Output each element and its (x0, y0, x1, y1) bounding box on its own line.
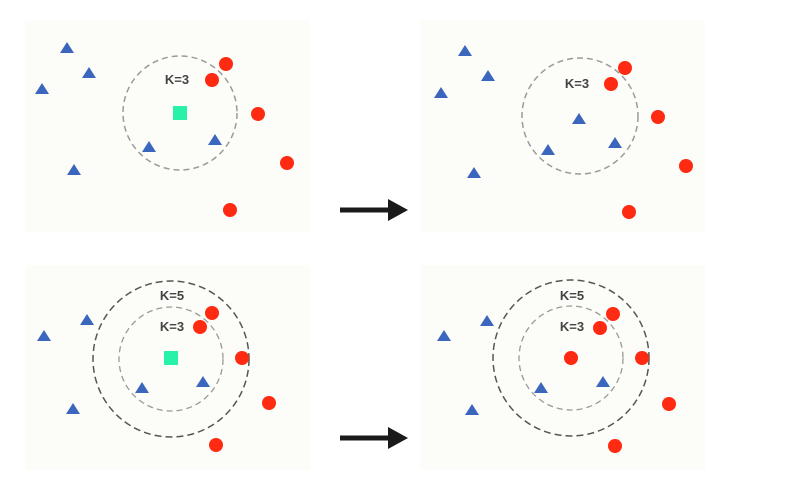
circle-point (593, 321, 607, 335)
k5-label: K=5 (560, 288, 584, 303)
k5-circle (92, 280, 250, 438)
k3-circle (521, 57, 639, 175)
panel-4-content: K=5 K=3 (437, 279, 676, 453)
k3-label: K=3 (565, 76, 589, 91)
circle-point (235, 351, 249, 365)
query-square (173, 106, 187, 120)
circle-point (618, 61, 632, 75)
arrow-top (340, 199, 408, 221)
circle-point (651, 110, 665, 124)
k5-circle (492, 279, 650, 437)
circle-point (622, 205, 636, 219)
panel-k3-before (25, 20, 310, 232)
k3-label: K=3 (165, 72, 189, 87)
circle-point (193, 320, 207, 334)
k3-label: K=3 (160, 319, 184, 334)
circle-point (606, 307, 620, 321)
circle-point (662, 397, 676, 411)
circle-point (223, 203, 237, 217)
circle-point (635, 351, 649, 365)
circle-point (262, 396, 276, 410)
query-square (164, 351, 178, 365)
circle-point (679, 159, 693, 173)
panel-k5-before (25, 265, 310, 470)
k3-label: K=3 (560, 319, 584, 334)
circle-point (280, 156, 294, 170)
panel-k5-after (420, 265, 705, 470)
arrow-bottom (340, 427, 408, 449)
circle-point (205, 73, 219, 87)
panel-2-content: K=3 (434, 45, 693, 219)
circle-point (219, 57, 233, 71)
circle-point (251, 107, 265, 121)
k3-circle (518, 305, 624, 411)
circle-point (205, 306, 219, 320)
circle-point (608, 439, 622, 453)
panel-1-content: K=3 (35, 42, 294, 217)
classified-query-circle (564, 351, 578, 365)
k5-label: K=5 (160, 288, 184, 303)
circle-point (209, 438, 223, 452)
circle-point (604, 77, 618, 91)
panel-3-content: K=5 K=3 (37, 280, 276, 452)
k3-circle (122, 55, 238, 171)
k3-circle (118, 306, 224, 412)
